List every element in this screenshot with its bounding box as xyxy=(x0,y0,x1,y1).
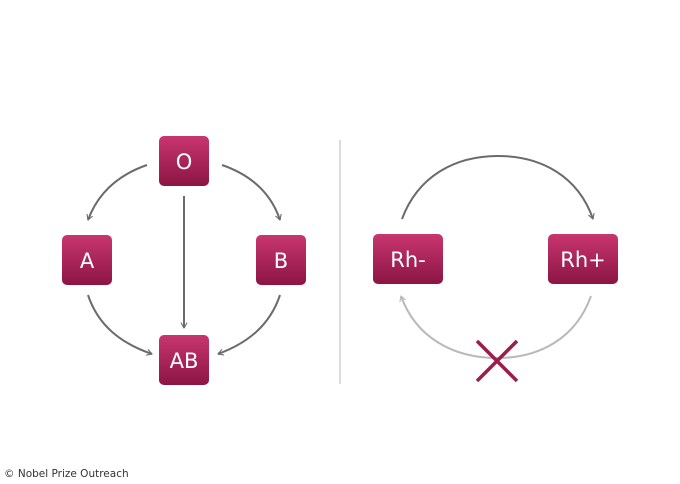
node-rh-neg-label: Rh- xyxy=(390,248,425,272)
arrow-o-to-a xyxy=(86,164,148,221)
arrow-rh-pos-to-rh-neg-blocked xyxy=(399,295,592,360)
node-b-label: B xyxy=(274,249,288,273)
arrow-a-to-ab xyxy=(87,294,153,356)
node-ab-label: AB xyxy=(170,349,199,373)
node-rh-pos: Rh+ xyxy=(548,234,618,284)
node-a-label: A xyxy=(80,249,95,273)
node-b: B xyxy=(256,235,306,285)
node-ab: AB xyxy=(159,335,209,385)
arrow-o-to-b xyxy=(221,164,282,221)
node-o-label: O xyxy=(176,150,193,174)
node-rh-pos-label: Rh+ xyxy=(560,248,606,272)
arrow-b-to-ab xyxy=(217,294,281,356)
arrow-rh-neg-to-rh-pos xyxy=(401,154,595,220)
copyright-credit: © Nobel Prize Outreach xyxy=(4,468,129,480)
node-a: A xyxy=(62,235,112,285)
node-rh-neg: Rh- xyxy=(373,234,443,284)
node-o: O xyxy=(159,136,209,186)
blocked-cross-icon xyxy=(475,339,519,383)
